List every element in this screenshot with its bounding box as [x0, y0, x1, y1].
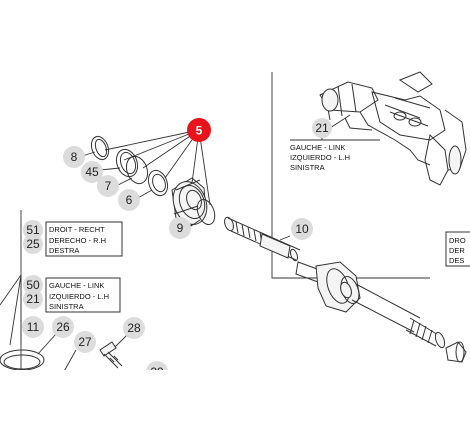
legend-line-1: GAUCHE - LINK: [290, 143, 345, 152]
callout-51: 51: [26, 223, 40, 237]
part-bearing-hub: [171, 177, 208, 227]
callout-bubble-9: [169, 217, 191, 239]
callouts: 8 45 7 6 9 10 11 26 27 28 29: [22, 146, 313, 383]
legend-left-link-left: 50 21 GAUCHE - LINK IZQUIERDO - L.H SINI…: [23, 275, 121, 313]
callout-8: 8: [71, 150, 78, 164]
legend-left-link-inset: 21 GAUCHE - LINK IZQUIERDO - L.H SINISTR…: [290, 114, 380, 172]
callout-bubble-21-left: [23, 289, 43, 309]
callout-bubble-11: [22, 316, 44, 338]
legend-low-line-3: SINISTRA: [49, 302, 84, 311]
callout-6: 6: [126, 193, 133, 207]
callout-9: 9: [177, 221, 184, 235]
part-28-bolt: [99, 333, 129, 369]
legend-edge-line-1: DRO: [449, 236, 466, 245]
callout-21-left: 21: [26, 292, 40, 306]
legend-mid-line-1: DROIT - RECHT: [49, 225, 105, 234]
legend-low-line-1: GAUCHE - LINK: [49, 281, 104, 290]
legend-right-link-left: 51 25 DROIT - RECHT DERECHO - R.H DESTRA: [23, 220, 123, 257]
highlight-number: 5: [196, 124, 203, 138]
cv-joint-axle: [295, 261, 467, 363]
legend-line-2: IZQUIERDO - L.H: [290, 153, 350, 162]
legend-edge-line-3: DES: [449, 256, 464, 265]
callout-27: 27: [78, 335, 92, 349]
callout-bubble-27: [74, 331, 96, 353]
callout-bubble-21-top: [312, 118, 332, 138]
legend-low-line-2: IZQUIERDO - L.H: [49, 292, 109, 301]
axle-housing-sketch: [319, 71, 467, 186]
callout-21-top: 21: [315, 121, 329, 135]
callout-bubble-51: [23, 220, 43, 240]
callout-bubble-50: [23, 275, 43, 295]
callout-bubble-45: [81, 161, 103, 183]
highlight-bubble[interactable]: [187, 118, 211, 142]
highlighted-callout-5[interactable]: 5: [187, 118, 211, 142]
callout-bubble-10: [291, 218, 313, 240]
callout-bubble-6: [118, 189, 140, 211]
callout-45: 45: [85, 165, 99, 179]
legend-mid-line-2: DERECHO - R.H: [49, 236, 106, 245]
part-9-o-ring: [196, 198, 216, 226]
callout-bubble-26: [52, 316, 74, 338]
callout-bubble-8: [63, 146, 85, 168]
part-6-washer: [147, 169, 169, 197]
callout-bubble-7: [97, 175, 119, 197]
part-45-ring: [115, 148, 139, 178]
callout-11: 11: [27, 320, 40, 334]
callout-50: 50: [26, 278, 40, 292]
callout-28: 28: [127, 321, 141, 335]
legend-mid-line-3: DESTRA: [49, 246, 79, 255]
part-8-snap-ring: [90, 135, 110, 161]
callout-25: 25: [26, 237, 40, 251]
legend-line-3: SINISTRA: [290, 163, 325, 172]
callout-bubble-28: [123, 317, 145, 339]
callout-7: 7: [105, 179, 112, 193]
legend-edge-line-2: DER: [449, 246, 465, 255]
callout-26: 26: [56, 320, 70, 334]
callout-10: 10: [295, 222, 309, 236]
callout-bubble-25: [23, 234, 43, 254]
part-26-seal: [0, 333, 57, 371]
bottom-whitespace: [0, 370, 470, 440]
inset-frame: [271, 72, 430, 279]
part-10-drive-shaft: [224, 216, 301, 262]
legend-edge-partial: DRO DER DES: [445, 231, 470, 267]
